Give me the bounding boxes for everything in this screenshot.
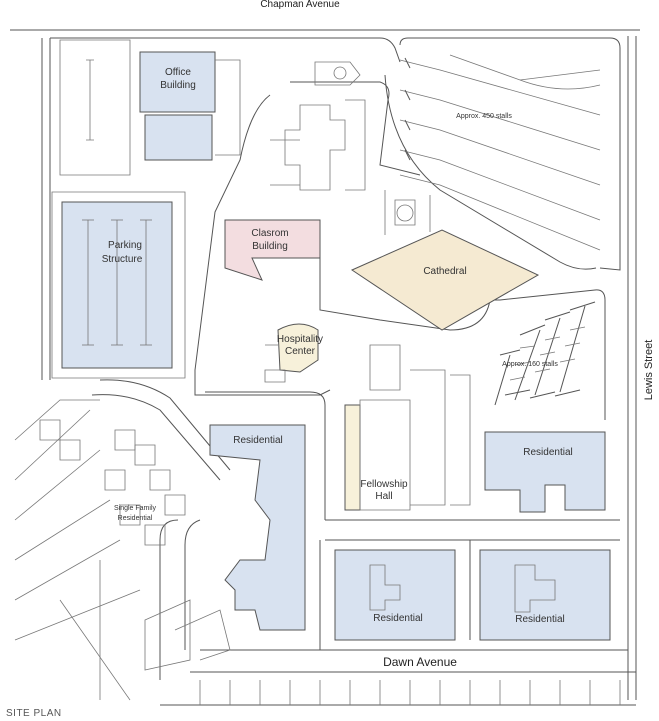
classroom-building-label-2: Building xyxy=(252,241,288,252)
single-family-label-1: Single Family xyxy=(114,505,157,512)
parking-structure: Parking Structure xyxy=(51,191,186,379)
cathedral-label: Cathedral xyxy=(423,266,466,277)
residential-block-south-center: Residential xyxy=(334,549,456,641)
classroom-building-label-1: Clasrom xyxy=(251,228,288,239)
road-network xyxy=(10,29,640,706)
parking-structure-label-1: Parking xyxy=(108,240,142,251)
fellowship-hall-label-2: Hall xyxy=(375,491,392,502)
office-building: Office Building xyxy=(59,39,241,176)
residential-block-west: Residential xyxy=(209,424,306,631)
north-parking-lot xyxy=(399,54,601,251)
office-building-label-1: Office xyxy=(165,67,191,78)
residential-west-label: Residential xyxy=(233,435,282,446)
fellowship-hall-label-1: Fellowship xyxy=(360,479,408,490)
cathedral: Cathedral xyxy=(350,190,540,331)
residential-block-south-east: Residential xyxy=(479,549,611,641)
residential-block-east: Residential xyxy=(484,431,606,513)
fellowship-hall: Fellowship Hall xyxy=(344,344,471,511)
hospitality-center-label-2: Center xyxy=(285,346,316,357)
parking-structure-label-2: Structure xyxy=(102,254,143,265)
single-family-label-2: Residential xyxy=(118,515,153,522)
north-lot-stalls-label: Approx. 450 stalls xyxy=(456,113,512,120)
hospitality-center-label-1: Hospitality xyxy=(277,334,323,345)
east-lot-stalls-label: Approx. 160 stalls xyxy=(502,361,558,368)
hospitality-center: Hospitality Center xyxy=(264,323,323,383)
site-plan-caption: SITE PLAN xyxy=(6,708,62,719)
east-parking-lot xyxy=(494,301,596,406)
street-label-chapman: Chapman Avenue xyxy=(260,0,340,10)
classroom-building: Clasrom Building xyxy=(224,219,321,281)
residential-east-label: Residential xyxy=(523,447,572,458)
single-family-residential xyxy=(39,419,186,546)
north-cluster xyxy=(270,61,366,191)
residential-south-east-label: Residential xyxy=(515,614,564,625)
residential-south-center-label: Residential xyxy=(373,613,422,624)
street-label-lewis: Lewis Street xyxy=(643,340,655,401)
office-building-label-2: Building xyxy=(160,80,196,91)
street-label-dawn: Dawn Avenue xyxy=(383,655,457,669)
